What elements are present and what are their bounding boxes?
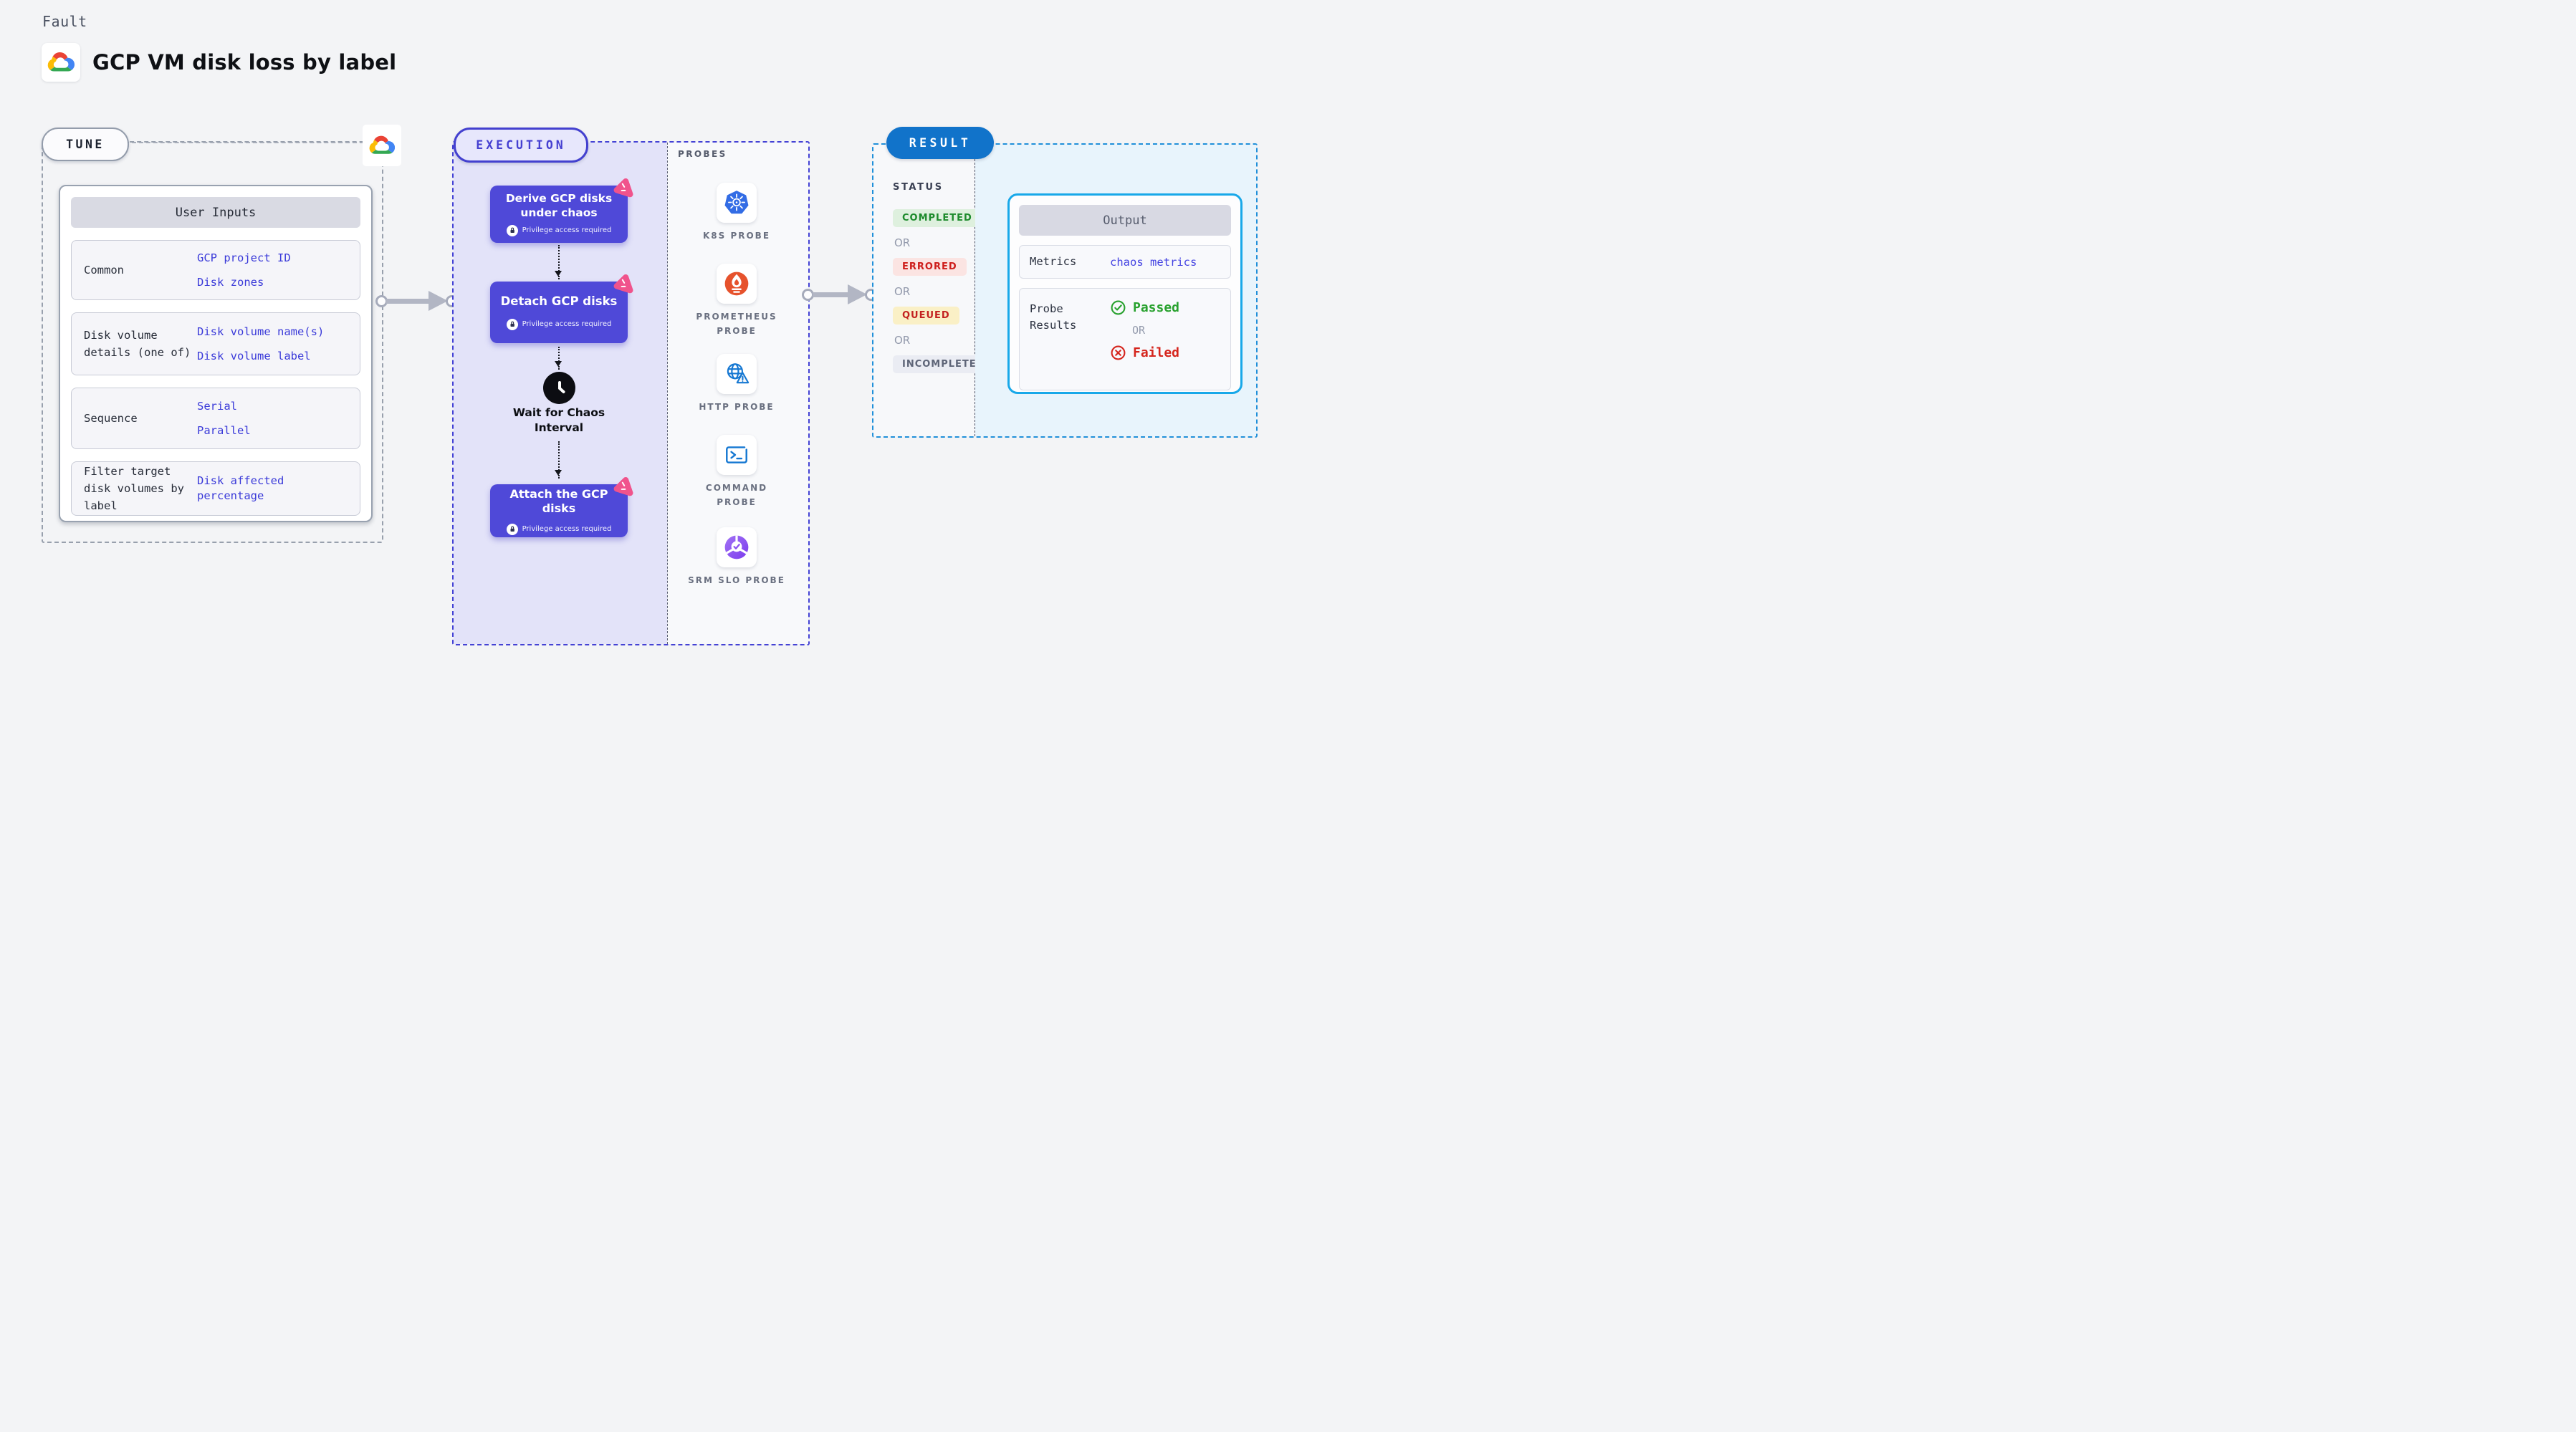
arrow-tune-to-execution (375, 290, 458, 312)
privilege-note: Privilege access required (506, 523, 612, 535)
privilege-note-text: Privilege access required (522, 226, 612, 235)
probe-label: COMMAND PROBE (705, 483, 768, 507)
gcp-logo (42, 43, 80, 82)
status-badge-errored: ERRORED (893, 258, 967, 276)
status-badge-completed: COMPLETED (893, 209, 982, 227)
arrow-line (813, 292, 849, 297)
output-card: Output Metrics chaos metrics Probe Resul… (1007, 193, 1242, 394)
arrow-execution-to-result (802, 284, 877, 305)
step-detach-gcp-disks: Detach GCP disks Privilege access requir… (490, 274, 633, 343)
x-circle-icon (1111, 345, 1126, 360)
probe-results-label: Probe Results (1030, 302, 1077, 332)
row-label: Filter target disk volumes by label (84, 464, 184, 513)
privilege-note: Privilege access required (506, 224, 612, 236)
probe-k8s: K8S PROBE (679, 183, 794, 244)
execution-badge: EXECUTION (454, 128, 588, 163)
step-title: Derive GCP disks under chaos (505, 192, 613, 219)
probes-heading: PROBES (678, 149, 727, 159)
user-input-row-filter: Filter target disk volumes by label Disk… (71, 461, 360, 516)
user-input-row-disk-volume: Disk volume details (one of) Disk volume… (71, 312, 360, 375)
clock-icon (543, 372, 575, 404)
arrow-head (428, 291, 448, 311)
status-badge-queued: QUEUED (893, 307, 959, 325)
kubernetes-icon (717, 183, 757, 223)
gcp-cloud-icon (369, 135, 396, 154)
or-separator: OR (894, 334, 911, 347)
input-link-disk-affected-percentage[interactable]: Disk affected percentage (197, 474, 284, 502)
status-heading: STATUS (893, 182, 944, 193)
title-bar: GCP VM disk loss by label (42, 43, 396, 82)
input-link-serial[interactable]: Serial (197, 399, 237, 413)
http-globe-warning-icon (717, 354, 757, 394)
probe-label: K8S PROBE (702, 231, 771, 241)
metrics-label: Metrics (1030, 254, 1077, 268)
input-link-disk-zones[interactable]: Disk zones (197, 275, 264, 289)
connector-detach-to-wait (555, 347, 562, 370)
arrow-line (386, 298, 430, 304)
tune-badge: TUNE (42, 128, 129, 161)
srm-slo-icon (717, 527, 757, 567)
user-inputs-card: User Inputs Common GCP project ID Disk z… (59, 185, 373, 522)
litmus-chaos-icon (613, 477, 633, 496)
arrow-head (848, 284, 867, 304)
probe-label: PROMETHEUS PROBE (696, 312, 777, 336)
prometheus-icon (717, 264, 757, 304)
step-title: Attach the GCP disks (509, 486, 608, 515)
wait-for-chaos-interval-label: Wait for Chaos Interval (512, 406, 605, 434)
probe-result-failed: Failed (1110, 345, 1179, 361)
result-region: STATUS COMPLETED OR ERRORED OR QUEUED OR… (872, 143, 1258, 438)
litmus-chaos-icon (613, 274, 633, 294)
metrics-row: Metrics chaos metrics (1019, 245, 1231, 279)
step-derive-gcp-disks: Derive GCP disks under chaos Privilege a… (490, 178, 633, 243)
check-circle-icon (1111, 300, 1126, 315)
output-pane: Output Metrics chaos metrics Probe Resul… (975, 145, 1256, 436)
page-title: GCP VM disk loss by label (92, 50, 397, 75)
lock-icon (506, 523, 518, 535)
row-label: Disk volume details (one of) (84, 328, 191, 359)
probe-result-passed: Passed (1110, 299, 1179, 316)
privilege-note-text: Privilege access required (522, 525, 612, 533)
step-title: Detach GCP disks (500, 294, 618, 309)
connector-derive-to-detach (555, 245, 562, 279)
status-pane: STATUS COMPLETED OR ERRORED OR QUEUED OR… (873, 145, 995, 436)
tune-connector-line (125, 142, 364, 143)
fault-diagram: Fault GCP VM disk loss by label (0, 0, 1288, 716)
lock-icon (506, 318, 518, 330)
user-inputs-header: User Inputs (71, 197, 360, 228)
output-header: Output (1019, 205, 1231, 236)
connector-wait-to-attach (555, 441, 562, 479)
probe-label: HTTP PROBE (699, 402, 775, 412)
litmus-chaos-icon (613, 178, 633, 198)
input-link-disk-volume-names[interactable]: Disk volume name(s) (197, 325, 325, 338)
row-label: Sequence (84, 411, 138, 425)
or-separator: OR (894, 285, 911, 298)
probe-prometheus: PROMETHEUS PROBE (679, 264, 794, 339)
row-label: Common (84, 263, 124, 277)
probe-command: COMMAND PROBE (679, 435, 794, 510)
passed-label: Passed (1133, 300, 1180, 315)
gcp-cloud-icon (47, 52, 75, 72)
terminal-icon (717, 435, 757, 475)
privilege-note: Privilege access required (506, 318, 612, 330)
or-separator: OR (1132, 324, 1146, 337)
privilege-note-text: Privilege access required (522, 320, 612, 329)
user-input-row-sequence: Sequence Serial Parallel (71, 388, 360, 449)
input-link-disk-volume-label[interactable]: Disk volume label (197, 349, 311, 362)
fault-kicker: Fault (42, 13, 87, 30)
result-badge: RESULT (886, 127, 994, 159)
input-link-gcp-project-id[interactable]: GCP project ID (197, 251, 291, 264)
probe-http: HTTP PROBE (679, 354, 794, 415)
lock-icon (506, 224, 518, 236)
or-separator: OR (894, 236, 911, 249)
failed-label: Failed (1133, 345, 1180, 360)
probe-srm-slo: SRM SLO PROBE (679, 527, 794, 588)
probe-results-row: Probe Results Passed OR (1019, 288, 1231, 390)
chaos-metrics-link[interactable]: chaos metrics (1110, 255, 1197, 269)
probe-label: SRM SLO PROBE (688, 575, 785, 585)
gcp-mini-logo (363, 125, 401, 166)
step-attach-gcp-disks: Attach the GCP disks Privilege access re… (490, 477, 633, 537)
input-link-parallel[interactable]: Parallel (197, 423, 251, 437)
user-input-row-common: Common GCP project ID Disk zones (71, 240, 360, 300)
